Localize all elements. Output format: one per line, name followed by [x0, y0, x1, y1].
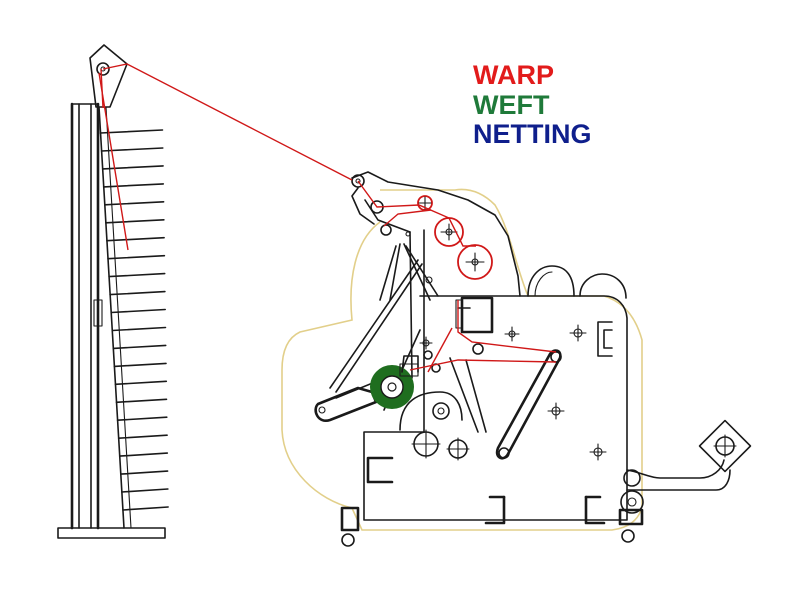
- creel-tie-rods: [99, 129, 169, 511]
- warp-yarn-path: [98, 63, 557, 373]
- legend: WARP WEFT NETTING: [473, 60, 592, 149]
- creel-tie-rod: [101, 165, 164, 170]
- legend-warp: WARP: [473, 60, 554, 90]
- creel-tie-rod: [111, 326, 167, 332]
- machine-frame: [281, 171, 752, 547]
- creel-tie-rod: [112, 344, 167, 350]
- beam-support-arm: [314, 386, 378, 422]
- creel-tie-rod: [102, 183, 165, 188]
- legend-netting: NETTING: [473, 119, 592, 149]
- batten-arm: [495, 349, 562, 460]
- creel-tie-rod: [107, 254, 166, 260]
- creel-tie-rod: [115, 398, 168, 404]
- creel-tie-rod: [120, 470, 169, 475]
- safety-guard-outline: [281, 188, 643, 531]
- creel-tie-rod: [114, 380, 168, 386]
- creel-tie-rod: [118, 452, 169, 457]
- creel-tie-rod: [106, 236, 165, 242]
- legend-weft: WEFT: [473, 90, 550, 120]
- weft-beam-hub: [380, 375, 404, 399]
- creel-tie-rod: [108, 272, 166, 278]
- creel-tie-rod: [117, 434, 168, 440]
- main-side-plate: [363, 295, 628, 521]
- creel-tie-rod: [110, 308, 166, 314]
- creel-tie-rod: [105, 219, 165, 224]
- upper-head-plate: [351, 171, 521, 297]
- creel-tie-rod: [116, 416, 168, 422]
- creel-tie-rod: [122, 506, 169, 511]
- creel-tie-rod: [113, 362, 167, 368]
- creel-tie-rod: [121, 488, 169, 493]
- creel-stand: [57, 44, 166, 539]
- warp-guide-roller-b: [457, 244, 493, 280]
- creel-tie-rod: [109, 290, 166, 296]
- warp-guide-roller-top: [417, 195, 433, 211]
- creel-tie-rod: [99, 129, 164, 134]
- creel-tie-rod: [104, 201, 165, 206]
